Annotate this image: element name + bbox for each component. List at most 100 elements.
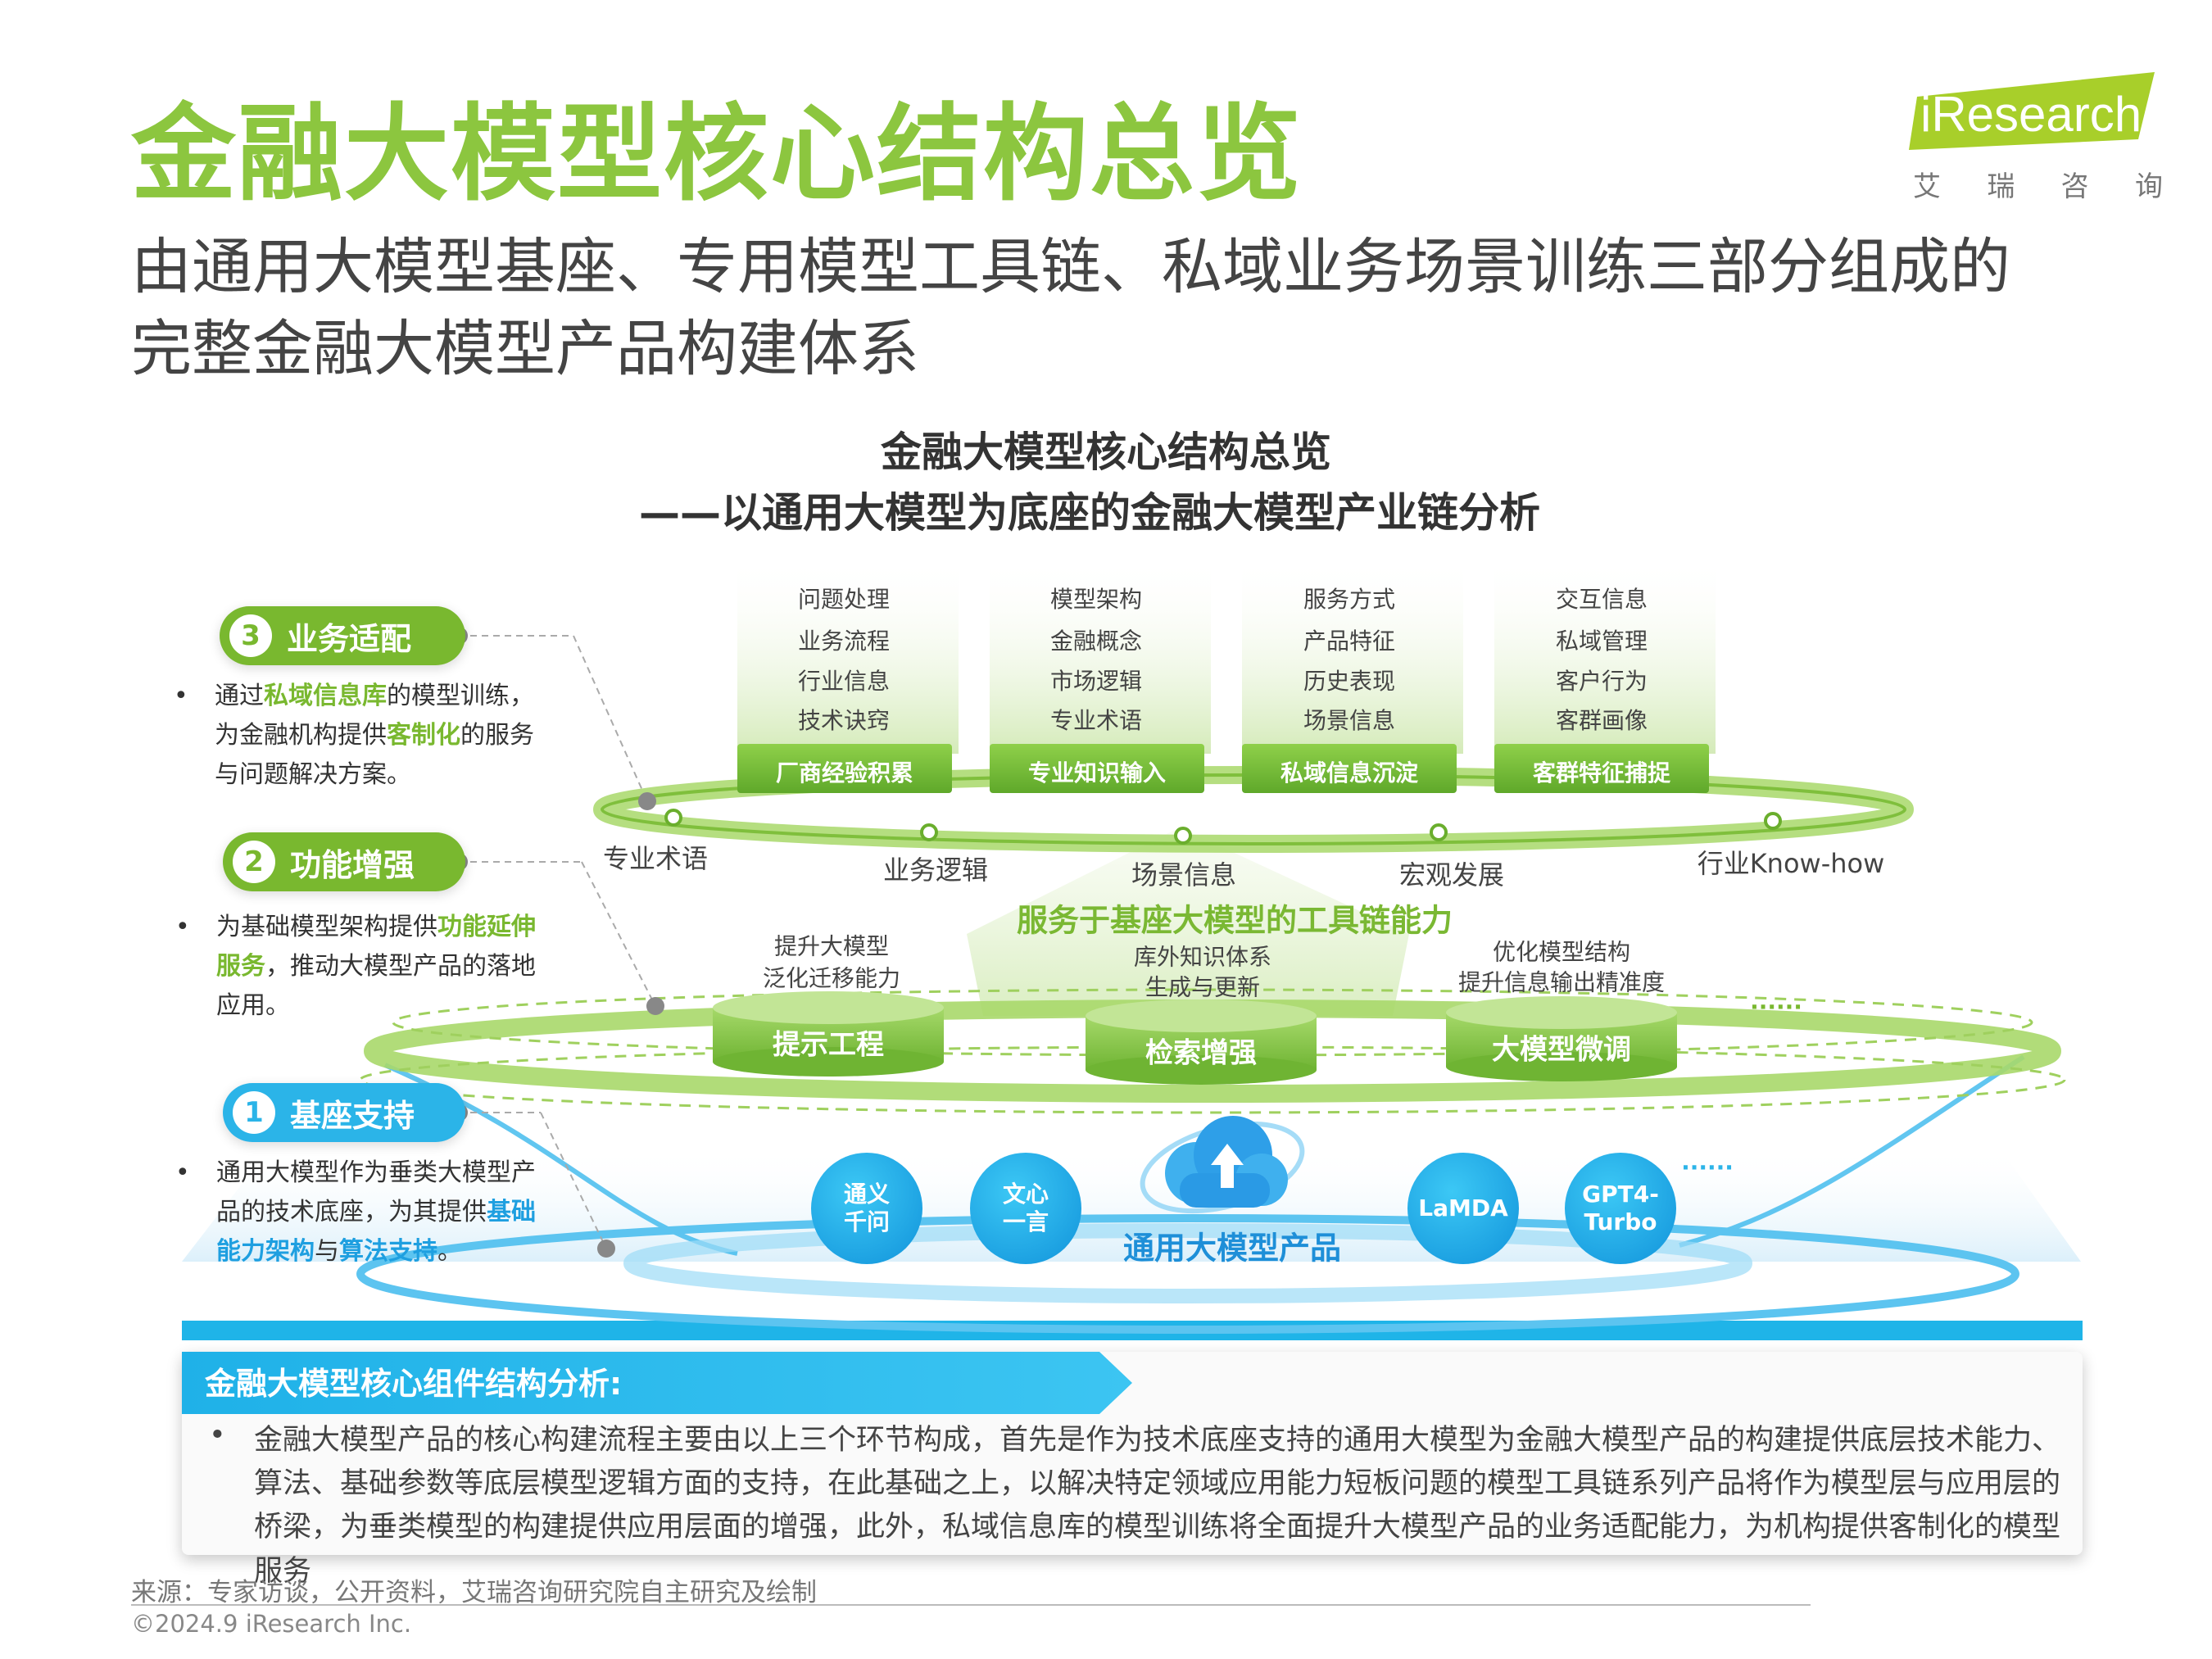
ring-node <box>1430 823 1448 841</box>
tool-desc: 优化模型结构 <box>1492 938 1631 966</box>
diagram-title: 金融大模型核心结构总览 <box>881 428 1331 476</box>
top-button-bg <box>1242 744 1457 793</box>
cloud-upload-icon <box>1140 1116 1305 1214</box>
tool-ellipsis: ...... <box>1750 987 1802 1015</box>
column-item: 业务流程 <box>797 628 891 655</box>
column-button-label: 客群特征捕捉 <box>1532 759 1671 786</box>
diagram-subtitle: ——以通用大模型为底座的金融大模型产业链分析 <box>639 489 1540 537</box>
iresearch-logo: iResearch <box>1909 72 2155 150</box>
top-button-bg <box>990 744 1204 793</box>
base-model-label: LaMDA <box>1418 1194 1508 1222</box>
base-model-circle <box>970 1153 1081 1264</box>
base-model-circle <box>811 1153 922 1264</box>
column-item: 客群画像 <box>1555 707 1648 734</box>
column-button-label: 厂商经验积累 <box>775 759 914 786</box>
page-subtitle-line2: 完整金融大模型产品构建体系 <box>131 314 919 384</box>
stage-desc-business: • 通过私域信息库的模型训练，为金融机构提供客制化的服务与问题解决方案。 <box>174 682 534 789</box>
connector-dot <box>638 792 656 810</box>
base-model-label: 千问 <box>843 1208 891 1236</box>
column-button-label: 专业知识输入 <box>1027 759 1167 786</box>
ring-node <box>1764 812 1782 830</box>
analysis-title-bar <box>182 1352 1132 1414</box>
top-button-bg <box>1494 744 1709 793</box>
column-item: 专业术语 <box>1049 707 1143 734</box>
page-subtitle-line1: 由通用大模型基座、专用模型工具链、私域业务场景训练三部分组成的 <box>131 232 2010 302</box>
ring-label: 行业Know-how <box>1697 848 1885 879</box>
base-ring-inner <box>623 1223 1752 1303</box>
stage-number: 3 <box>229 614 272 657</box>
tool-desc: 泛化迁移能力 <box>762 964 901 992</box>
logo-char: 艾 <box>1913 170 1941 203</box>
footer-divider <box>131 1604 1811 1606</box>
tool-desc: 提升信息输出精准度 <box>1457 968 1666 996</box>
column-item: 行业信息 <box>797 668 891 695</box>
column-item: 客户行为 <box>1555 668 1648 695</box>
toolchain-title: 服务于基座大模型的工具链能力 <box>1016 902 1453 939</box>
stage-desc-base: • 通用大模型作为垂类大模型产品的技术底座，为其提供基础能力架构与算法支持。 <box>175 1158 536 1266</box>
column-item: 问题处理 <box>797 586 891 613</box>
column-item: 私域管理 <box>1555 628 1648 655</box>
tool-label: 检索增强 <box>1145 1036 1257 1070</box>
ring-node <box>664 809 682 827</box>
page-title: 金融大模型核心结构总览 <box>131 93 1303 215</box>
column-item: 产品特征 <box>1303 628 1396 655</box>
tool-cone <box>967 827 1409 1016</box>
tool-cylinder <box>1446 996 1677 1081</box>
logo-char: 瑞 <box>1987 170 2015 203</box>
stage-desc-function: • 为基础模型架构提供功能延伸服务，推动大模型产品的落地应用。 <box>175 913 536 1020</box>
stage-title: 基座支持 <box>290 1097 415 1134</box>
stage-title: 业务适配 <box>287 620 412 657</box>
column-item: 历史表现 <box>1303 668 1396 695</box>
column-item: 市场逻辑 <box>1049 668 1143 695</box>
base-ellipsis: ...... <box>1681 1148 1734 1176</box>
source-note: 来源：专家访谈，公开资料，艾瑞咨询研究院自主研究及绘制 <box>131 1578 817 1607</box>
connector-line <box>573 635 648 802</box>
top-column-bg <box>990 557 1211 754</box>
stage-number: 1 <box>233 1091 275 1134</box>
logo-text: iResearch <box>1920 87 2142 142</box>
column-item: 服务方式 <box>1303 586 1396 613</box>
logo-chinese: 艾 瑞 咨 询 <box>1913 164 2163 204</box>
ring-node <box>1174 827 1192 845</box>
stage-pill-function: 2 功能增强 <box>223 832 465 891</box>
base-model-label: 一言 <box>1002 1208 1049 1236</box>
column-item: 交互信息 <box>1555 586 1648 613</box>
connector-dot <box>646 997 664 1015</box>
analysis-text: 金融大模型产品的核心构建流程主要由以上三个环节构成，首先是作为技术底座支持的通用… <box>254 1424 2061 1588</box>
base-center-label: 通用大模型产品 <box>1122 1230 1342 1267</box>
top-button-bg <box>737 744 952 793</box>
tool-ring-dashed <box>392 988 2033 1057</box>
top-column-bg <box>1494 557 1716 754</box>
stage-number: 2 <box>233 841 275 883</box>
base-model-label: Turbo <box>1584 1208 1657 1236</box>
logo-char: 咨 <box>2060 170 2089 203</box>
tool-cylinder <box>1086 999 1317 1085</box>
connector-dot <box>597 1240 615 1258</box>
tool-desc: 提升大模型 <box>773 932 890 960</box>
top-column-bg <box>737 557 959 754</box>
base-model-label: GPT4- <box>1582 1181 1659 1208</box>
tool-cylinder <box>713 991 944 1077</box>
base-model-label: 文心 <box>1002 1181 1049 1208</box>
base-model-circle <box>1407 1153 1519 1264</box>
base-ring <box>356 1214 2019 1334</box>
ring-label: 宏观发展 <box>1398 859 1505 891</box>
ring-label: 专业术语 <box>602 843 709 874</box>
top-column-bg <box>1242 557 1463 754</box>
tool-label: 大模型微调 <box>1492 1033 1631 1067</box>
analysis-title: 金融大模型核心组件结构分析: <box>205 1366 623 1402</box>
tool-desc: 库外知识体系 <box>1133 943 1272 971</box>
base-model-circle <box>1565 1153 1676 1264</box>
column-button-label: 私域信息沉淀 <box>1280 759 1419 786</box>
ring-label: 业务逻辑 <box>882 854 989 886</box>
base-model-label: 通义 <box>843 1181 891 1208</box>
logo-char: 询 <box>2134 170 2163 203</box>
tool-label: 提示工程 <box>773 1028 884 1062</box>
column-item: 技术诀窍 <box>797 707 891 734</box>
column-item: 金融概念 <box>1049 628 1143 655</box>
ring-label: 场景信息 <box>1131 859 1237 891</box>
analysis-bullet: • <box>209 1419 226 1452</box>
stage-pill-business: 3 业务适配 <box>220 606 465 665</box>
connector-line <box>540 1112 607 1249</box>
